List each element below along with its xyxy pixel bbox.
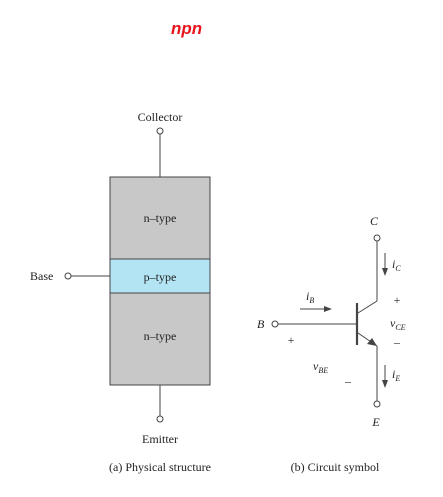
- physical-caption: (a) Physical structure: [109, 460, 211, 474]
- vbe-label: vBE: [313, 359, 328, 375]
- ib-arrowhead: [324, 306, 332, 312]
- emitter-terminal-letter: E: [371, 415, 380, 429]
- emitter-terminal: [156, 415, 164, 423]
- p-type-label: p–type: [144, 270, 177, 284]
- base-label: Base: [30, 269, 53, 283]
- circuit-symbol: C E B iB iC iE + vCE – + vBE: [257, 214, 406, 474]
- collector-terminal-letter: C: [370, 214, 379, 228]
- base-terminal-letter: B: [257, 317, 265, 331]
- ie-arrowhead: [382, 380, 388, 388]
- vce-minus-sign: –: [393, 335, 401, 349]
- vce-label: vCE: [390, 316, 406, 332]
- collector-terminal: [156, 127, 164, 135]
- collector-diagonal: [357, 300, 378, 314]
- ic-label: iC: [392, 257, 401, 273]
- ie-label: iE: [392, 367, 400, 383]
- vbe-minus-sign: –: [344, 374, 352, 388]
- n-type-bottom-label: n–type: [144, 329, 177, 343]
- figure-title: npn: [171, 19, 202, 38]
- symbol-base-terminal: [271, 320, 279, 328]
- ib-label: iB: [306, 289, 314, 305]
- collector-label: Collector: [138, 110, 183, 124]
- symbol-emitter-terminal: [373, 400, 381, 408]
- emitter-label: Emitter: [142, 432, 178, 446]
- symbol-caption: (b) Circuit symbol: [291, 460, 380, 474]
- n-type-top-label: n–type: [144, 211, 177, 225]
- physical-structure: Collector n–type p–type n–type Base Emit…: [30, 110, 211, 474]
- vbe-plus-sign: +: [288, 333, 295, 347]
- base-terminal: [64, 272, 72, 280]
- vce-plus-sign: +: [394, 293, 401, 307]
- symbol-collector-terminal: [373, 234, 381, 242]
- emitter-arrow: [367, 338, 377, 346]
- ic-arrowhead: [382, 268, 388, 276]
- p-type-base-region: [109, 258, 211, 294]
